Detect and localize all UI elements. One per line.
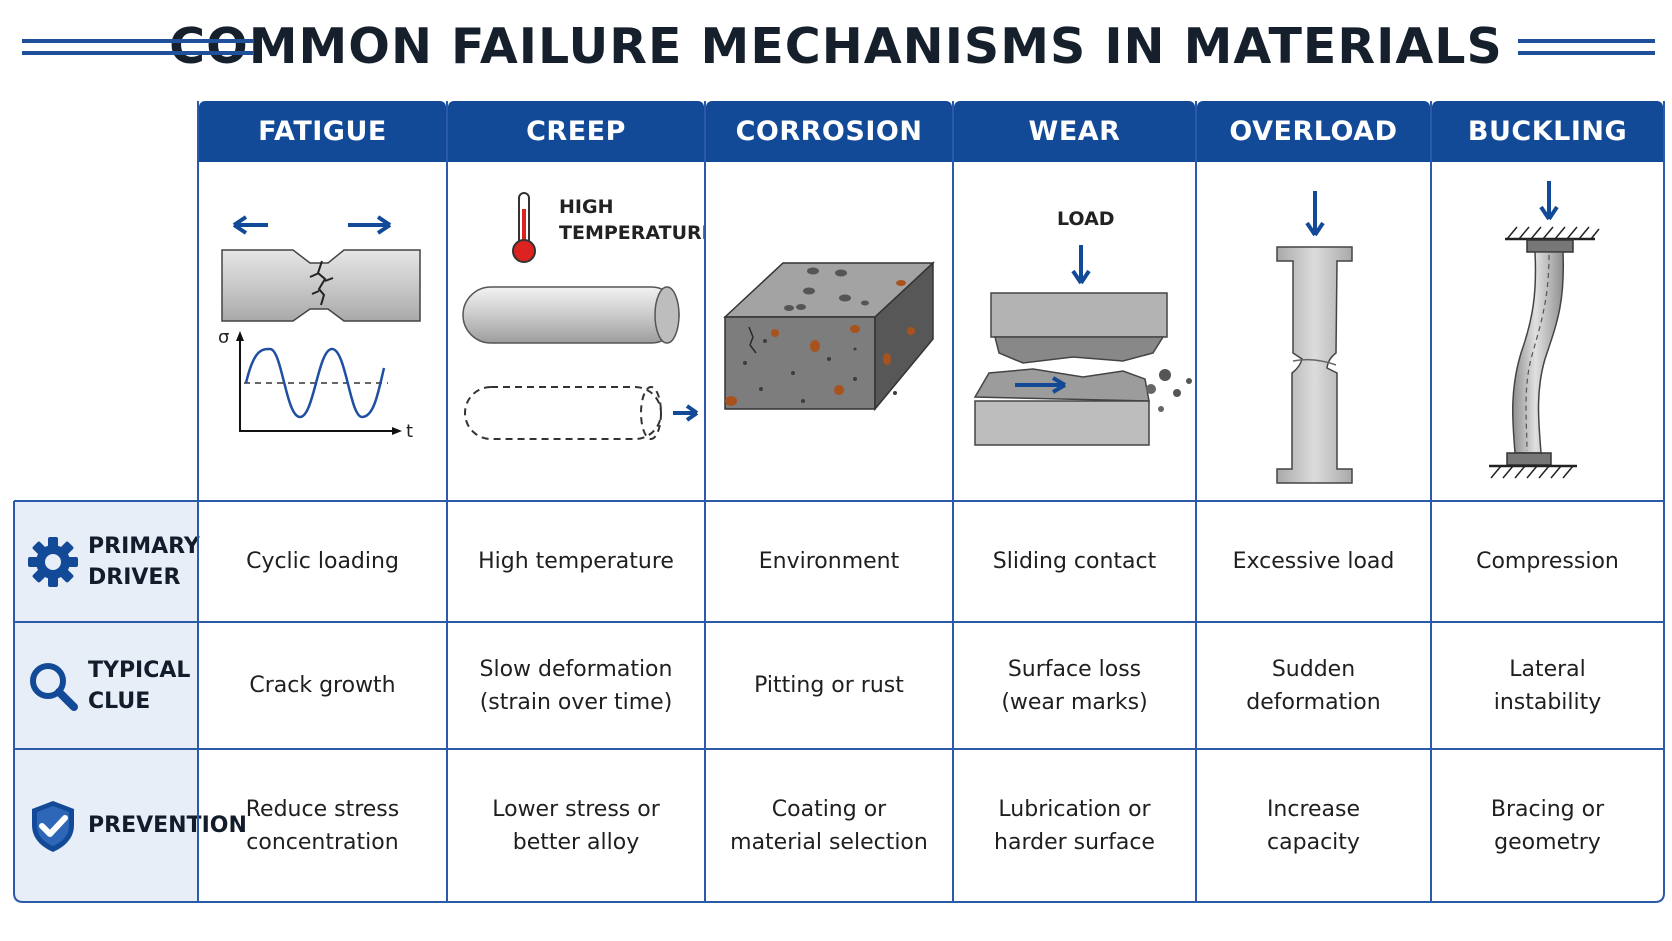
shield-check-icon xyxy=(24,797,82,855)
table-cell: Bracing or geometry xyxy=(1431,749,1664,902)
cell-text-line: Sliding contact xyxy=(992,549,1157,574)
lower-block xyxy=(974,400,1150,446)
table-cell: High temperature xyxy=(447,501,705,622)
cell-text-line: Lower stress or xyxy=(492,796,660,822)
cell-text-line: capacity xyxy=(1267,829,1360,855)
wear-load-label: LOAD xyxy=(1057,208,1115,230)
arrow-right-icon xyxy=(673,404,699,422)
cell-text-line: (strain over time) xyxy=(479,689,673,715)
table-cell: Reduce stress concentration xyxy=(198,749,447,902)
row-header-typical: TYPICAL CLUE xyxy=(14,622,197,749)
table-cell: Environment xyxy=(705,501,953,622)
arrow-left-icon xyxy=(232,215,268,235)
cell-text-line: High temperature xyxy=(478,549,674,574)
magnifier-icon xyxy=(24,657,82,715)
column-header-overload: OVERLOAD xyxy=(1197,101,1430,162)
cell-text-line: Cyclic loading xyxy=(246,549,399,574)
cell-text-line: concentration xyxy=(246,829,399,855)
arrow-down-icon xyxy=(1071,245,1091,285)
cell-text-line: Increase xyxy=(1266,796,1361,822)
row-header-label-line: TYPICAL xyxy=(88,657,191,683)
table-cell: Pitting or rust xyxy=(705,622,953,749)
rod xyxy=(462,286,680,344)
cell-text-line: material selection xyxy=(730,829,928,855)
table-cell: Lower stress or better alloy xyxy=(447,749,705,902)
title-rule-right xyxy=(1518,51,1655,55)
column-header-corrosion: CORROSION xyxy=(706,101,952,162)
table-cell: Crack growth xyxy=(198,622,447,749)
column-header-wear: WEAR xyxy=(954,101,1195,162)
cell-text-line: Bracing or xyxy=(1490,796,1605,822)
row-header-label-line: CLUE xyxy=(88,688,151,714)
wear-illustration: LOAD xyxy=(953,163,1196,501)
tensile-bar xyxy=(1276,246,1353,484)
overload-illustration xyxy=(1196,163,1431,501)
fatigue-illustration: σ t xyxy=(198,163,447,501)
cell-text-line: Excessive load xyxy=(1232,549,1395,574)
creep-temp-label: TEMPERATURE xyxy=(559,222,705,244)
title-rule-left xyxy=(22,39,254,43)
table-cell: Cyclic loading xyxy=(198,501,447,622)
cell-text-line: Lubrication or xyxy=(998,796,1151,822)
stress-wave xyxy=(244,347,386,419)
table-cell: Slow deformation (strain over time) xyxy=(447,622,705,749)
cell-text-line: instability xyxy=(1493,689,1602,715)
cell-text-line: Pitting or rust xyxy=(754,673,904,698)
page-title: COMMON FAILURE MECHANISMS IN MATERIALS xyxy=(169,18,1503,75)
row-header-label: TYPICAL CLUE xyxy=(88,655,190,717)
arrow-right-icon xyxy=(1015,376,1067,394)
cell-text-line: Slow deformation xyxy=(479,656,673,682)
elongated-rod-outline xyxy=(464,386,662,440)
title-rule-right xyxy=(1518,39,1655,43)
table-cell: Coating or material selection xyxy=(705,749,953,902)
upper-block xyxy=(990,292,1168,338)
table-cell: Sliding contact xyxy=(953,501,1196,622)
cell-text-line: harder surface xyxy=(994,829,1155,855)
cell-text-line: Coating or xyxy=(771,796,887,822)
arrow-down-icon xyxy=(1305,191,1325,237)
cell-text-line: Sudden xyxy=(1271,656,1356,682)
cell-text-line: Lateral xyxy=(1509,656,1586,682)
row-header-prevention: PREVENTION xyxy=(14,749,247,902)
cell-text-line: Crack growth xyxy=(249,673,396,698)
corrosion-illustration xyxy=(705,163,953,501)
arrow-right-icon xyxy=(348,215,392,235)
table-cell: Compression xyxy=(1431,501,1664,622)
crack xyxy=(309,260,334,306)
cell-text-line: Surface loss xyxy=(1007,656,1142,682)
row-header-label: PRIMARY DRIVER xyxy=(88,531,200,593)
table-cell: Lateral instability xyxy=(1431,622,1664,749)
buckled-column xyxy=(1511,251,1565,454)
table-cell: Sudden deformation xyxy=(1196,622,1431,749)
column-header-buckling: BUCKLING xyxy=(1432,101,1663,162)
column-header-creep: CREEP xyxy=(448,101,704,162)
table-cell: Increase capacity xyxy=(1196,749,1431,902)
creep-temp-label: HIGH xyxy=(559,196,613,218)
fatigue-sigma-label: σ xyxy=(218,327,229,348)
buckling-illustration xyxy=(1431,163,1657,501)
column-header-fatigue: FATIGUE xyxy=(199,101,446,162)
row-header-label-line: DRIVER xyxy=(88,564,181,590)
cell-text-line: deformation xyxy=(1246,689,1381,715)
cell-text-line: (wear marks) xyxy=(1001,689,1148,715)
table-cell: Surface loss (wear marks) xyxy=(953,622,1196,749)
arrow-down-icon xyxy=(1539,181,1559,221)
cell-text-line: Reduce stress xyxy=(245,796,400,822)
row-header-primary: PRIMARY DRIVER xyxy=(14,501,200,622)
gear-icon xyxy=(24,533,82,591)
table-cell: Lubrication or harder surface xyxy=(953,749,1196,902)
row-header-label-line: PRIMARY xyxy=(88,533,200,559)
title-rule-left xyxy=(22,51,254,55)
creep-illustration: HIGH TEMPERATURE xyxy=(447,163,705,501)
cell-text-line: better alloy xyxy=(512,829,640,855)
cell-text-line: Compression xyxy=(1476,549,1619,574)
table-cell: Excessive load xyxy=(1196,501,1431,622)
cell-text-line: Environment xyxy=(758,549,900,574)
fatigue-time-label: t xyxy=(406,421,413,442)
cell-text-line: geometry xyxy=(1494,829,1601,855)
